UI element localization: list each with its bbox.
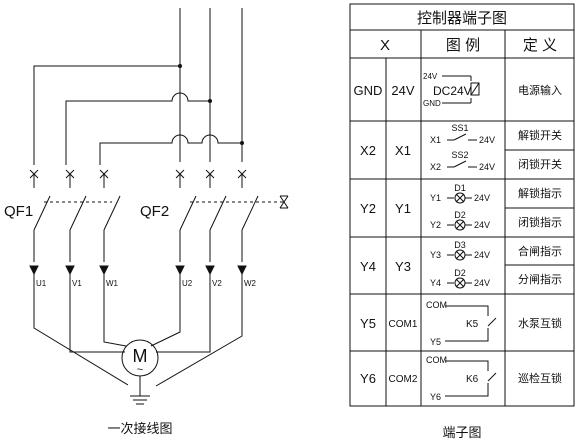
row2-definition-2: 闭锁开关	[518, 157, 562, 171]
header-symbol: 图 例	[446, 37, 480, 54]
row3-sym1-out: 24V	[474, 193, 490, 203]
row6-col-a: Y6	[360, 371, 376, 386]
row5-sym-top: COM	[426, 300, 447, 310]
header-x: X	[380, 37, 390, 54]
row6-col-b: COM2	[389, 374, 418, 385]
row5-sym-bottom: Y5	[430, 337, 441, 347]
qf1-label: QF1	[4, 203, 33, 220]
terminal-v2: V2	[212, 279, 222, 288]
row4-sym1-in: Y3	[430, 250, 441, 260]
row2-sym1-in: X1	[430, 135, 441, 145]
row3-col-b: Y1	[395, 201, 411, 216]
wiring-diagram: QF1 QF2 U1 V1 W1 U2 V2 W2 M ~ 一次接线图	[4, 8, 289, 437]
row2-sym1-out: 24V	[479, 135, 495, 145]
row6-sym-bottom: Y6	[430, 392, 441, 402]
row4-sym2-in: Y4	[430, 278, 441, 288]
row3-definition-2: 闭锁指示	[518, 215, 562, 229]
row6-sym-relay: K6	[466, 374, 479, 385]
row5-col-b: COM1	[389, 319, 418, 330]
row2-col-b: X1	[395, 143, 411, 158]
row5-sym-relay: K5	[466, 319, 479, 330]
terminal-diagram: 控制器端子图 X 图 例 定 义 GND 24V 24V DC24V GND 电…	[349, 3, 575, 441]
row2-definition-1: 解锁开关	[518, 128, 562, 142]
terminal-u2: U2	[182, 279, 193, 288]
row6-sym-top: COM	[426, 355, 447, 365]
row3-sym1-in: Y1	[430, 193, 441, 203]
terminal-caption: 端子图	[442, 426, 481, 441]
terminal-w1: W1	[106, 279, 119, 288]
row2-sym1-name: SS1	[451, 123, 468, 133]
table-title: 控制器端子图	[417, 10, 507, 27]
row5-definition: 水泵互锁	[518, 316, 562, 330]
row3-sym1-name: D1	[454, 183, 466, 193]
wiring-caption: 一次接线图	[107, 421, 172, 437]
row4-sym2-name: D2	[454, 268, 466, 278]
row4-sym2-out: 24V	[474, 278, 490, 288]
row3-definition-1: 解锁指示	[518, 186, 562, 200]
row2-sym2-in: X2	[430, 162, 441, 172]
row1-col-a: GND	[354, 83, 383, 98]
motor-ac-symbol: ~	[137, 364, 143, 376]
row4-col-b: Y3	[395, 259, 411, 274]
row1-definition: 电源输入	[518, 83, 562, 97]
terminal-w2: W2	[244, 279, 257, 288]
row4-sym1-name: D3	[454, 240, 466, 250]
motor-label: M	[133, 346, 148, 366]
row1-sym-mid: DC24V	[433, 84, 472, 98]
qf2-label: QF2	[140, 203, 169, 220]
row2-sym2-out: 24V	[479, 162, 495, 172]
row1-col-b: 24V	[391, 83, 414, 98]
row3-sym2-in: Y2	[430, 220, 441, 230]
row3-sym2-out: 24V	[474, 220, 490, 230]
row4-definition-2: 分闸指示	[518, 272, 562, 286]
row2-col-a: X2	[360, 143, 376, 158]
row1-sym-bottom: GND	[423, 99, 441, 108]
header-definition: 定 义	[523, 37, 557, 54]
row4-sym1-out: 24V	[474, 250, 490, 260]
row4-definition-1: 合闸指示	[518, 244, 562, 258]
terminal-v1: V1	[72, 279, 82, 288]
row2-sym2-name: SS2	[451, 150, 468, 160]
row4-col-a: Y4	[360, 259, 376, 274]
row5-col-a: Y5	[360, 316, 376, 331]
row3-col-a: Y2	[360, 201, 376, 216]
terminal-u1: U1	[36, 279, 47, 288]
row6-definition: 巡检互锁	[518, 371, 562, 385]
row1-sym-top: 24V	[423, 72, 438, 81]
row3-sym2-name: D2	[454, 210, 466, 220]
